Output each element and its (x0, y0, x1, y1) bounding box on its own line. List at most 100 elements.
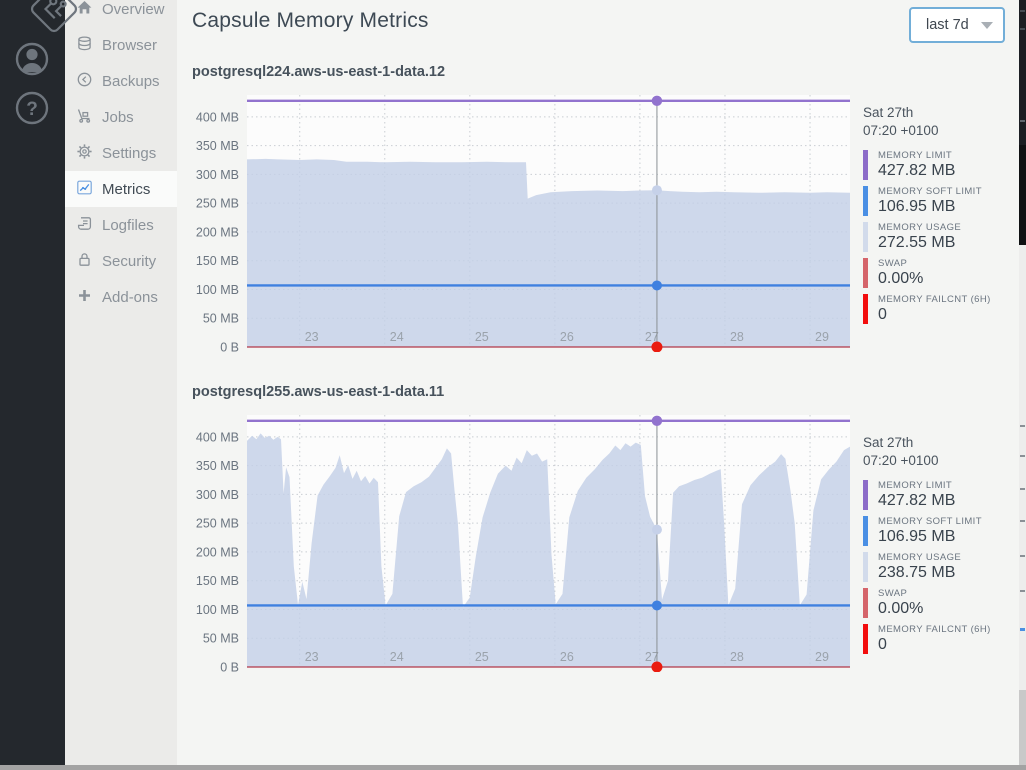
gear-icon (76, 143, 93, 164)
svg-text:250 MB: 250 MB (196, 197, 239, 211)
legend-chip (863, 222, 868, 253)
window-bottom-edge (0, 765, 1026, 770)
svg-text:50 MB: 50 MB (203, 632, 239, 646)
sidebar-item-security[interactable]: Security (65, 243, 177, 279)
legend-chip (863, 258, 868, 289)
svg-text:100 MB: 100 MB (196, 603, 239, 617)
svg-text:24: 24 (390, 650, 404, 664)
svg-text:100 MB: 100 MB (196, 283, 239, 297)
dark-icon-rail: ? (0, 0, 65, 765)
legend-chip (863, 624, 868, 655)
svg-text:300 MB: 300 MB (196, 168, 239, 182)
user-avatar-icon[interactable] (14, 41, 50, 77)
cursor-dot-usage (651, 524, 662, 535)
svg-text:250 MB: 250 MB (196, 517, 239, 531)
svg-text:150 MB: 150 MB (196, 574, 239, 588)
svg-text:?: ? (26, 99, 38, 120)
svg-text:200 MB: 200 MB (196, 225, 239, 239)
sidebar-item-label: Browser (102, 36, 158, 54)
sidebar-item-label: Add-ons (102, 288, 158, 306)
svg-text:200 MB: 200 MB (196, 545, 239, 559)
cursor-dot-swap (651, 661, 663, 672)
home-icon (76, 0, 93, 20)
app-logo-icon[interactable] (28, 0, 80, 35)
memory-usage-area (247, 433, 850, 667)
svg-text:26: 26 (560, 330, 574, 344)
sidebar-item-label: Jobs (102, 108, 134, 126)
svg-text:350 MB: 350 MB (196, 139, 239, 153)
svg-text:300 MB: 300 MB (196, 488, 239, 502)
svg-text:28: 28 (730, 330, 744, 344)
sidebar-item-label: Settings (102, 144, 157, 162)
sidebar-item-metrics[interactable]: Metrics (65, 171, 177, 207)
svg-text:400 MB: 400 MB (196, 430, 239, 444)
memory-metrics-chart[interactable]: 0 B 50 MB 100 MB 150 MB 200 MB 250 MB 300 MB 35… (192, 90, 855, 352)
sidebar-item-jobs[interactable]: Jobs (65, 99, 177, 135)
plus-icon (76, 287, 93, 308)
sidebar-item-browser[interactable]: Browser (65, 27, 177, 63)
svg-text:27: 27 (645, 330, 659, 344)
legend-entry: MEMORY FAILCNT (6H)0 (863, 293, 1015, 325)
svg-text:26: 26 (560, 650, 574, 664)
cursor-dot-limit (651, 95, 663, 107)
time-range-dropdown[interactable]: last 7d (909, 7, 1005, 43)
main-content: Capsule Memory Metrics last 7d postgresq… (177, 0, 1019, 765)
svg-text:28: 28 (730, 650, 744, 664)
legend-chip (863, 480, 868, 511)
line-chart-icon (76, 179, 93, 200)
svg-text:24: 24 (390, 330, 404, 344)
scroll-icon (76, 215, 93, 236)
tooltip-timestamp: Sat 27th 07:20 +0100 (863, 435, 939, 469)
time-range-value: last 7d (926, 17, 969, 33)
sidebar-item-label: Logfiles (102, 216, 154, 234)
legend-chip (863, 294, 868, 325)
chart-title: postgresql255.aws-us-east-1-data.11 (192, 384, 445, 400)
legend-chip (863, 588, 868, 619)
cursor-dot-soft-limit (651, 280, 662, 291)
svg-text:25: 25 (475, 330, 489, 344)
legend-chip (863, 150, 868, 181)
svg-text:0 B: 0 B (220, 661, 239, 673)
legend-chip (863, 552, 868, 583)
svg-text:400 MB: 400 MB (196, 110, 239, 124)
tooltip-timestamp: Sat 27th 07:20 +0100 (863, 105, 939, 139)
sidebar-item-addons[interactable]: Add-ons (65, 279, 177, 315)
forklift-icon (76, 107, 93, 128)
svg-text:27: 27 (645, 650, 659, 664)
svg-text:150 MB: 150 MB (196, 254, 239, 268)
svg-text:23: 23 (305, 330, 319, 344)
svg-text:50 MB: 50 MB (203, 312, 239, 326)
sidebar-item-label: Backups (102, 72, 160, 90)
sidebar-item-label: Metrics (102, 180, 151, 198)
history-icon (76, 71, 93, 92)
background-window-sliver (1019, 0, 1026, 765)
sidebar-item-label: Security (102, 252, 157, 270)
sidebar-item-backups[interactable]: Backups (65, 63, 177, 99)
cursor-dot-soft-limit (651, 600, 662, 611)
svg-text:0 B: 0 B (220, 341, 239, 353)
sidebar-item-logfiles[interactable]: Logfiles (65, 207, 177, 243)
legend-entry: MEMORY FAILCNT (6H)0 (863, 623, 1015, 655)
lock-icon (76, 251, 93, 272)
help-icon[interactable]: ? (14, 90, 50, 126)
memory-usage-area (247, 158, 850, 347)
svg-text:23: 23 (305, 650, 319, 664)
cursor-dot-limit (651, 415, 663, 427)
database-icon (76, 35, 93, 56)
cursor-dot-swap (651, 341, 663, 352)
memory-metrics-chart[interactable]: 0 B 50 MB 100 MB 150 MB 200 MB 250 MB 300 MB 35… (192, 410, 855, 672)
sidebar-item-overview[interactable]: Overview (65, 0, 177, 27)
svg-text:350 MB: 350 MB (196, 459, 239, 473)
sidebar-item-settings[interactable]: Settings (65, 135, 177, 171)
svg-text:29: 29 (815, 650, 829, 664)
